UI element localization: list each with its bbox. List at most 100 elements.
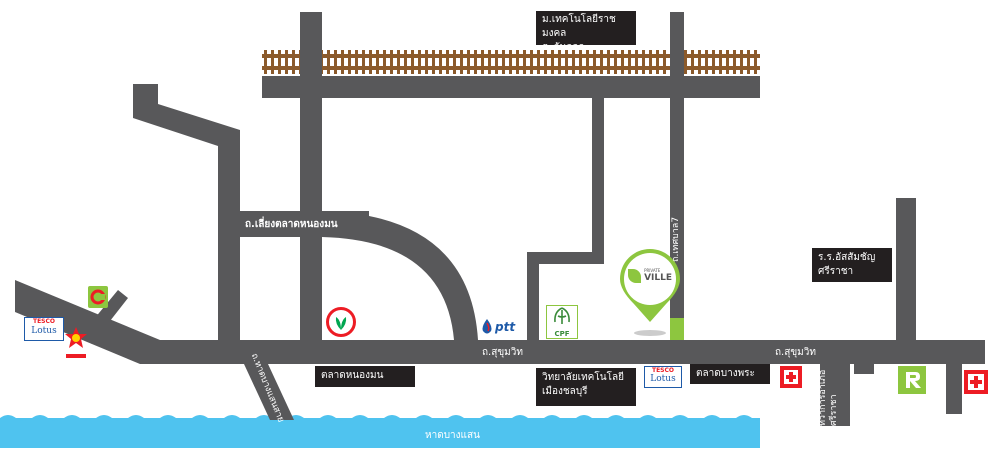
railway-sleeper	[635, 50, 638, 74]
railway-sleeper	[390, 50, 393, 74]
nongmon-market-text: ตลาดหนองมน	[321, 370, 384, 381]
tesco-text-right: TESCO	[651, 367, 675, 374]
railway-sleeper	[586, 50, 589, 74]
robinson-icon	[898, 366, 926, 394]
railway-sleeper	[334, 50, 337, 74]
ptt-text: ptt	[495, 320, 516, 334]
railway-sleeper	[642, 50, 645, 74]
railway-sleeper	[537, 50, 540, 74]
railway-sleeper	[544, 50, 547, 74]
railway-sleeper	[698, 50, 701, 74]
railway-sleeper	[404, 50, 407, 74]
tesco-text-left: TESCO	[32, 318, 56, 325]
project-top-text: PRIVATE	[644, 268, 661, 273]
railway-sleeper	[355, 50, 358, 74]
railway-sleeper	[369, 50, 372, 74]
railway-sleeper	[705, 50, 708, 74]
tesco-lotus-icon-left: TESCO Lotus	[24, 317, 64, 341]
bangphra-market-text: ตลาดบางพระ	[696, 368, 755, 379]
railway-sleeper	[509, 50, 512, 74]
hospital-label: ร.ร.อัสสัมชัญ ศรีราชา	[812, 248, 892, 282]
railway-sleeper	[656, 50, 659, 74]
hospital-cross-icon-1	[780, 366, 802, 388]
railway-sleeper	[614, 50, 617, 74]
railway-sleeper	[600, 50, 603, 74]
railway-sleeper	[747, 50, 750, 74]
railway-sleeper	[733, 50, 736, 74]
railway-sleeper	[383, 50, 386, 74]
tesco-lotus-icon-right: TESCO Lotus	[644, 366, 682, 388]
project-driveway	[670, 318, 684, 340]
railway-sleeper	[446, 50, 449, 74]
lotus-text-left: Lotus	[31, 326, 57, 336]
railway-sleeper	[530, 50, 533, 74]
railway-sleeper	[376, 50, 379, 74]
railway-sleeper	[418, 50, 421, 74]
railway-sleeper	[425, 50, 428, 74]
project-leaf-icon	[628, 268, 642, 283]
railway-sleeper	[551, 50, 554, 74]
railway-sleeper	[593, 50, 596, 74]
nongmon-market-label: ตลาดหนองมน	[315, 366, 415, 387]
cpf-icon: CPF	[546, 305, 578, 339]
homepro-icon	[64, 326, 88, 358]
railway-sleeper	[432, 50, 435, 74]
railway-sleeper	[348, 50, 351, 74]
railway-sleeper	[621, 50, 624, 74]
university-line-2: ตะวันออก	[542, 42, 585, 53]
railway-sleeper	[362, 50, 365, 74]
bangphra-market-label: ตลาดบางพระ	[690, 364, 770, 384]
railway-sleeper	[607, 50, 610, 74]
ptt-station-icon: ptt	[481, 318, 523, 336]
railway-sleeper	[488, 50, 491, 74]
project-logo: PRIVATE VILLE	[628, 268, 672, 290]
college-line-2: เมืองชลบุรี	[542, 386, 588, 397]
district-office-line-1: ที่ว่าการอำเภอ	[818, 369, 828, 426]
railway-sleeper	[740, 50, 743, 74]
railway	[262, 50, 760, 74]
kasikorn-bank-icon	[326, 307, 356, 337]
sea-wave	[0, 415, 760, 422]
railway-sleeper	[327, 50, 330, 74]
railway-sleeper	[467, 50, 470, 74]
project-marker[interactable]	[620, 249, 680, 336]
railway-sleeper	[292, 50, 295, 74]
railway-sleeper	[565, 50, 568, 74]
sea	[0, 418, 760, 448]
railway-sleeper	[628, 50, 631, 74]
railway-sleeper	[341, 50, 344, 74]
hospital-line-1: ร.ร.อัสสัมชัญ	[818, 252, 876, 263]
university-label: ม.เทคโนโลยีราชมงคล ตะวันออก	[536, 11, 636, 53]
railway-sleeper	[726, 50, 729, 74]
railway-sleeper	[516, 50, 519, 74]
railway-sleeper	[397, 50, 400, 74]
railway-sleeper	[649, 50, 652, 74]
railway-sleeper	[481, 50, 484, 74]
bigc-icon	[88, 286, 108, 308]
sukhumvit-label-2: ถ.สุขุมวิท	[775, 347, 816, 358]
railway-sleeper	[502, 50, 505, 74]
railway-sleeper	[285, 50, 288, 74]
railway-sleeper	[278, 50, 281, 74]
district-office-label: ที่ว่าการอำเภอ ศรีราชา	[818, 370, 840, 426]
railway-sleeper	[579, 50, 582, 74]
railway-sleeper	[474, 50, 477, 74]
railway-sleeper	[719, 50, 722, 74]
railway-sleeper	[572, 50, 575, 74]
railway-sleeper	[663, 50, 666, 74]
thetsaban7-label: ถ.เทศบาล7	[671, 216, 681, 262]
railway-sleeper	[558, 50, 561, 74]
railway-sleeper	[712, 50, 715, 74]
railway-sleeper	[411, 50, 414, 74]
railway-sleeper	[523, 50, 526, 74]
homepro-text	[66, 354, 86, 358]
railway-sleeper	[684, 50, 687, 74]
railway-sleeper	[264, 50, 267, 74]
college-line-1: วิทยาลัยเทคโนโลยี	[542, 372, 624, 383]
railway-sleeper	[691, 50, 694, 74]
railway-sleeper	[439, 50, 442, 74]
district-office-line-2: ศรีราชา	[829, 394, 839, 426]
road-network	[15, 12, 985, 426]
cpf-text: CPF	[554, 330, 570, 338]
